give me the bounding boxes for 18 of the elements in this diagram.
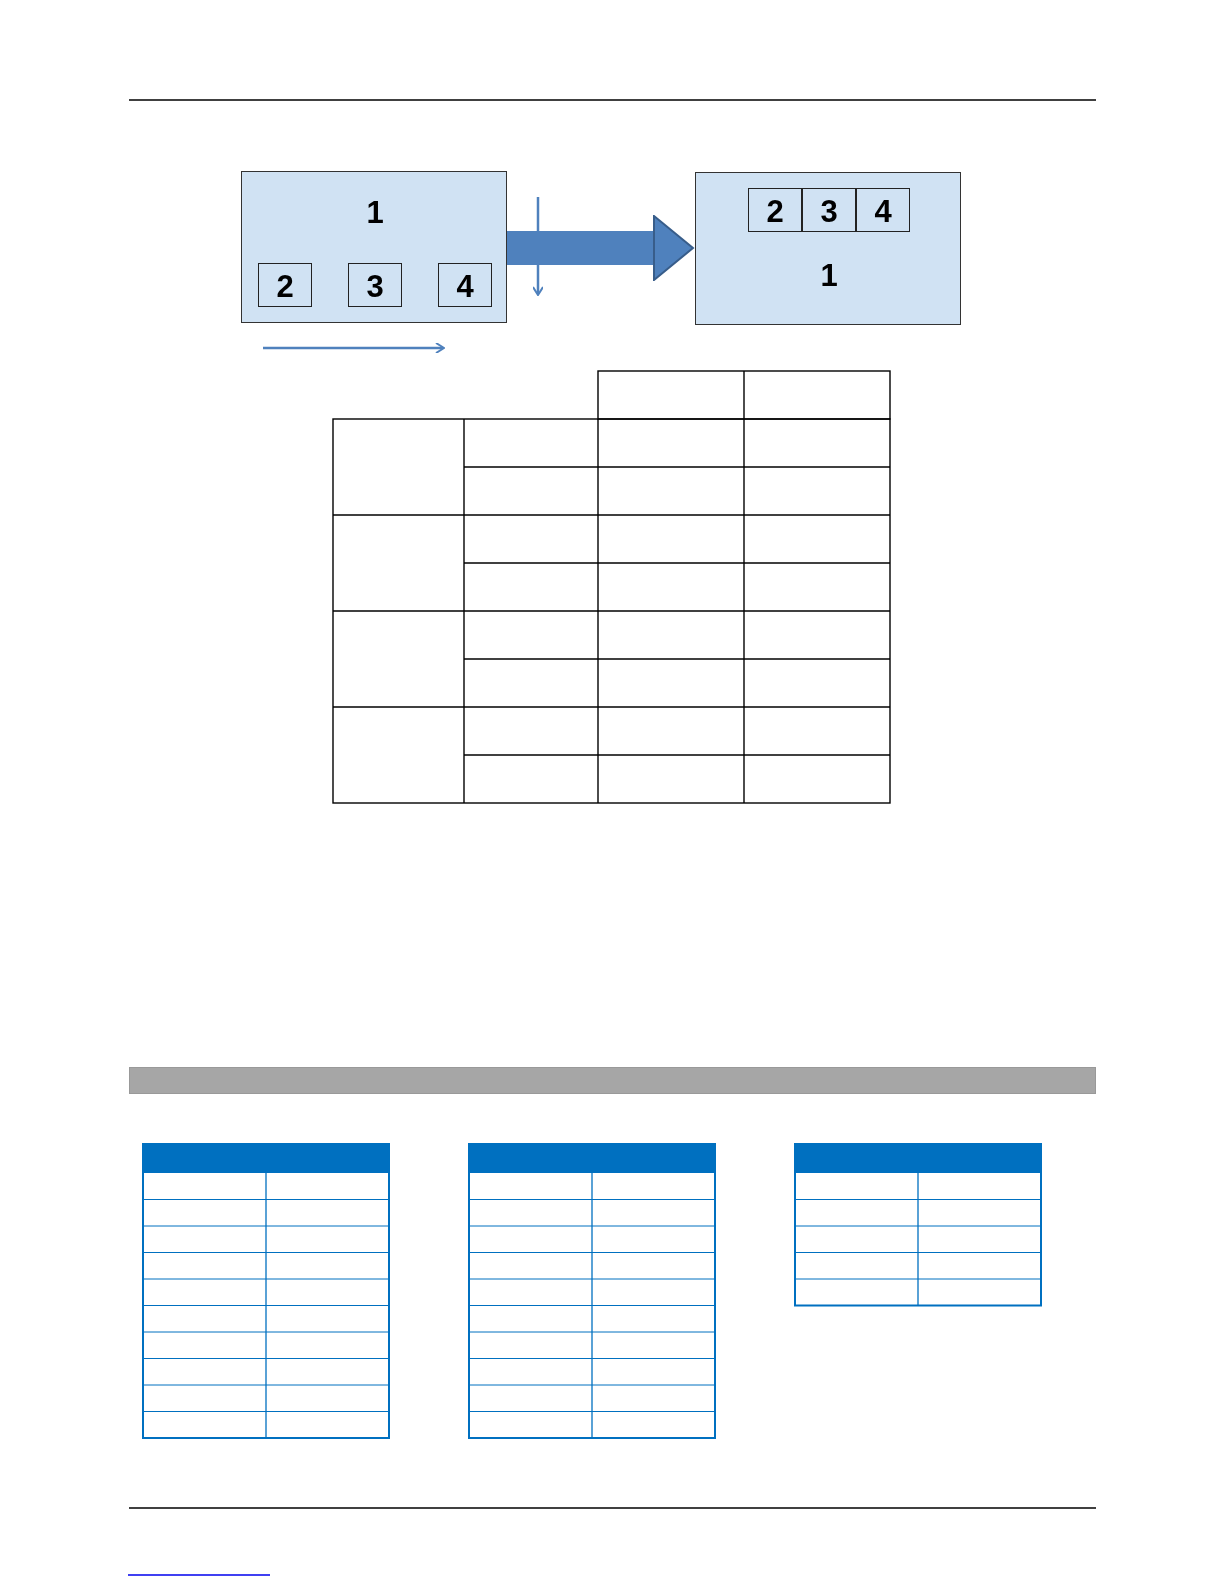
box-number: 4 [456, 270, 474, 302]
item-box [258, 263, 312, 307]
box-number: 4 [874, 195, 892, 227]
item-box [856, 188, 910, 232]
box-number: 1 [820, 259, 838, 291]
item-box [802, 188, 856, 232]
box-number: 1 [366, 196, 384, 228]
block-arrow [507, 215, 694, 281]
item-box [348, 263, 402, 307]
box-number: 2 [276, 270, 294, 302]
item-box [438, 263, 492, 307]
box-number: 3 [366, 270, 384, 302]
container-box [241, 171, 507, 323]
item-box [748, 188, 802, 232]
section-bar [129, 1067, 1096, 1094]
box-number: 3 [820, 195, 838, 227]
container-box [695, 172, 961, 325]
box-number: 2 [766, 195, 784, 227]
